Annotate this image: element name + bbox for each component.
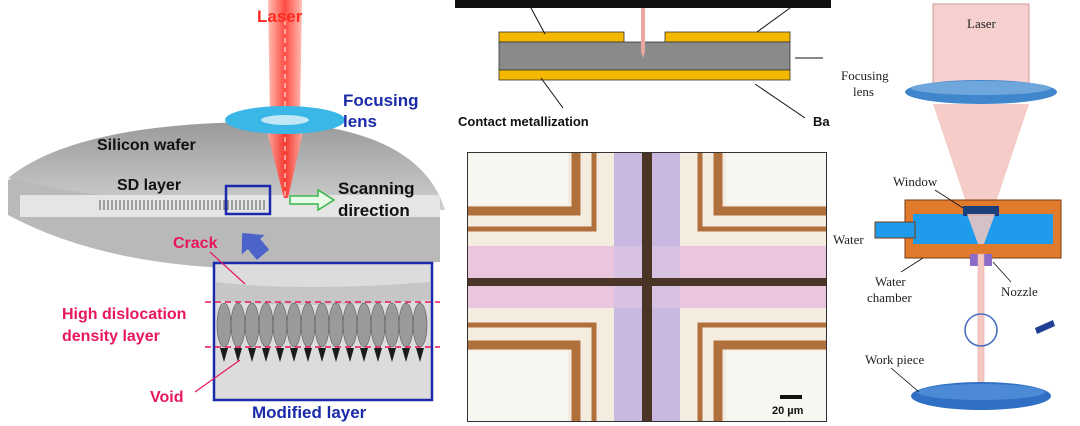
- truncated-label: Ba: [813, 114, 830, 129]
- laser-label: Laser: [257, 7, 303, 26]
- silicon-wafer-label: Silicon wafer: [97, 137, 196, 154]
- scale-bar: [780, 395, 802, 399]
- scanning-label-line2: direction: [338, 201, 410, 220]
- contact-metallization-label: Contact metallization: [458, 114, 589, 129]
- sd-layer-label: SD layer: [117, 177, 181, 194]
- copper-frame-tl: [468, 153, 597, 232]
- crack-label: Crack: [173, 235, 218, 252]
- cutting-beam: [641, 8, 645, 58]
- water-jet: [977, 253, 985, 395]
- sd-layer-ticks: [99, 200, 265, 210]
- wafer-cut-face: [20, 195, 440, 217]
- zoom-circle: [964, 313, 998, 347]
- zoom-arrow-icon: [241, 233, 270, 260]
- laser-box: [932, 3, 1030, 85]
- top-metal-right: [664, 31, 791, 43]
- focusing-lens-label-line2: lens: [343, 112, 377, 131]
- copper-frame-tr: [697, 153, 826, 232]
- copper-frame-br: [697, 322, 826, 421]
- nozzle-shape: [970, 254, 978, 266]
- scanning-direction-label: Scanning direction: [338, 179, 419, 220]
- wafer-cross-section-svg: Contact metallization Ba: [455, 0, 831, 129]
- window-shape: [963, 206, 999, 216]
- micrograph-svg: 20 µm: [468, 153, 826, 421]
- stealth-dicing-diagram: Laser Focusing lens Silicon wafer SD lay…: [0, 0, 455, 426]
- work-piece-label: Work piece: [865, 352, 924, 367]
- wafer-top: [8, 121, 445, 210]
- scanning-arrow-icon: [289, 188, 336, 212]
- modified-cells: [216, 302, 428, 348]
- scan-arrow-icon: [1035, 320, 1055, 334]
- micrograph-image: 20 µm: [467, 152, 827, 422]
- focusing-lens-label-line1: Focusing: [343, 91, 419, 110]
- horizontal-kerf: [468, 278, 826, 286]
- water-label: Water: [833, 232, 864, 247]
- scanning-label-line1: Scanning: [338, 179, 415, 198]
- micrograph-panel: Contact metallization Ba: [455, 0, 831, 426]
- converging-beam: [933, 104, 1029, 232]
- stealth-dicing-svg: Laser Focusing lens Silicon wafer SD lay…: [8, 0, 445, 422]
- zoom-box: [224, 184, 272, 216]
- vertical-kerf: [642, 153, 652, 421]
- nozzle-label: Nozzle: [1001, 284, 1038, 299]
- void-label: Void: [150, 389, 183, 406]
- top-metal-left: [498, 31, 625, 43]
- high-dislocation-label: High dislocation density layer: [62, 306, 191, 345]
- bottom-metal: [498, 69, 791, 81]
- voids: [220, 348, 424, 362]
- modified-layer-label: Modified layer: [252, 403, 367, 422]
- water-inlet: [874, 221, 916, 239]
- window-label: Window: [893, 174, 938, 189]
- right-laser-label: Laser: [967, 16, 997, 31]
- copper-frame-bl: [468, 322, 597, 421]
- focusing-lens-label: Focusing lens: [343, 91, 423, 131]
- scale-bar-label: 20 µm: [772, 405, 804, 417]
- laser-beam-lower: [266, 128, 304, 198]
